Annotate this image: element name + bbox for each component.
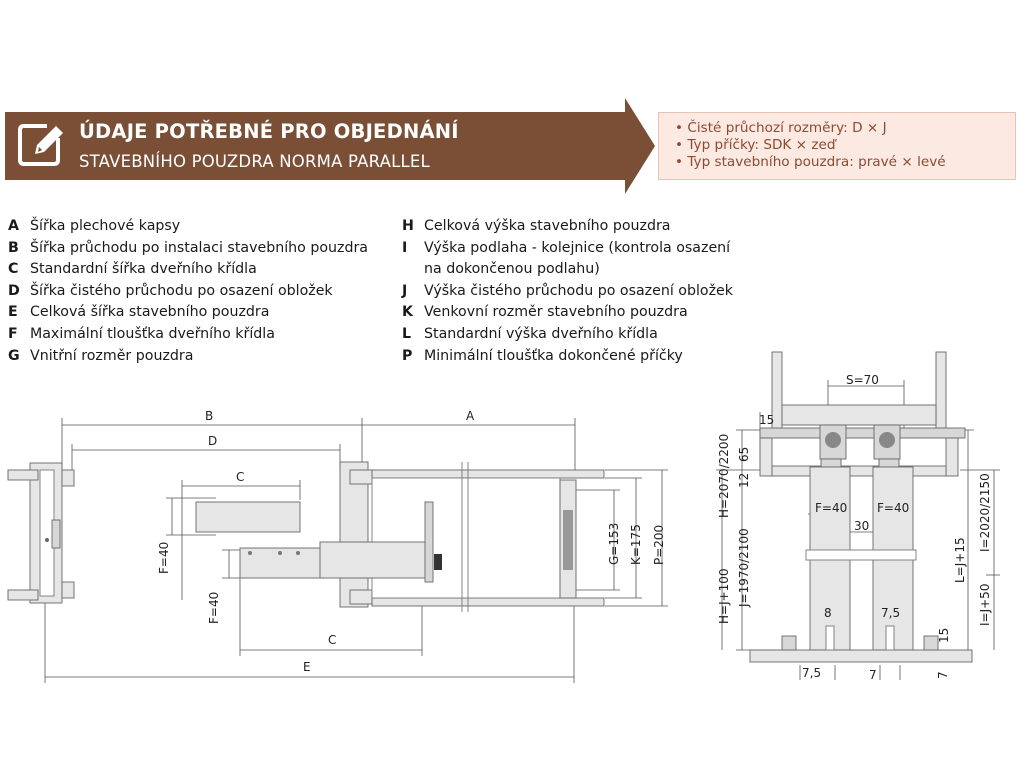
label-7-mid: 7 [869, 668, 877, 682]
info-item: Typ stavebního pouzdra: pravé × levé [675, 154, 1015, 171]
label-C-top: C [236, 470, 244, 484]
label-G: G=153 [607, 523, 621, 565]
info-item: Typ příčky: SDK × zeď [675, 137, 1015, 154]
label-I-top: I=2020/2150 [978, 473, 992, 552]
ordering-info-list: Čisté průchozí rozměry: D × J Typ příčky… [659, 113, 1015, 171]
label-A: A [466, 409, 475, 423]
plan-view-drawing: B A D C F=40 F=40 C E G=153 K=175 P=200 [7, 409, 668, 683]
label-L: L=J+15 [953, 537, 967, 583]
label-J: J=1970/2100 [737, 528, 751, 608]
label-7-5-top: 7,5 [881, 606, 900, 620]
edit-icon [18, 124, 63, 166]
label-30: 30 [854, 519, 869, 533]
label-B: B [205, 409, 213, 423]
label-7-right: 7 [936, 671, 950, 679]
label-K: K=175 [629, 524, 643, 565]
label-H-bottom: H=J+100 [717, 568, 731, 624]
label-I-bottom: I=J+50 [978, 584, 992, 626]
label-F-right: F=40 [877, 501, 909, 515]
info-item: Čisté průchozí rozměry: D × J [675, 120, 1015, 137]
page-subtitle: STAVEBNÍHO POUZDRA NORMA PARALLEL [79, 152, 430, 171]
label-12: 12 [737, 473, 751, 488]
label-E: E [303, 660, 311, 674]
label-65: 65 [737, 447, 751, 462]
label-8: 8 [824, 606, 832, 620]
label-S: S=70 [846, 373, 879, 387]
label-C-bottom: C [328, 633, 336, 647]
section-view-drawing: S=70 15 65 12 H=2070/2200 F=40 F=40 30 I… [716, 351, 1000, 682]
label-15-top: 15 [759, 413, 774, 427]
label-7-5-bottom: 7,5 [802, 666, 821, 680]
label-15-bottom: 15 [937, 628, 951, 643]
label-H: H=2070/2200 [717, 434, 731, 518]
label-F-1: F=40 [157, 542, 171, 574]
label-P: P=200 [652, 525, 666, 565]
label-F-2: F=40 [207, 592, 221, 624]
header-banner [5, 98, 655, 194]
label-D: D [208, 434, 217, 448]
label-F-left: F=40 [815, 501, 847, 515]
ordering-info-box: Čisté průchozí rozměry: D × J Typ příčky… [658, 112, 1016, 180]
page-title: ÚDAJE POTŘEBNÉ PRO OBJEDNÁNÍ [79, 120, 459, 143]
